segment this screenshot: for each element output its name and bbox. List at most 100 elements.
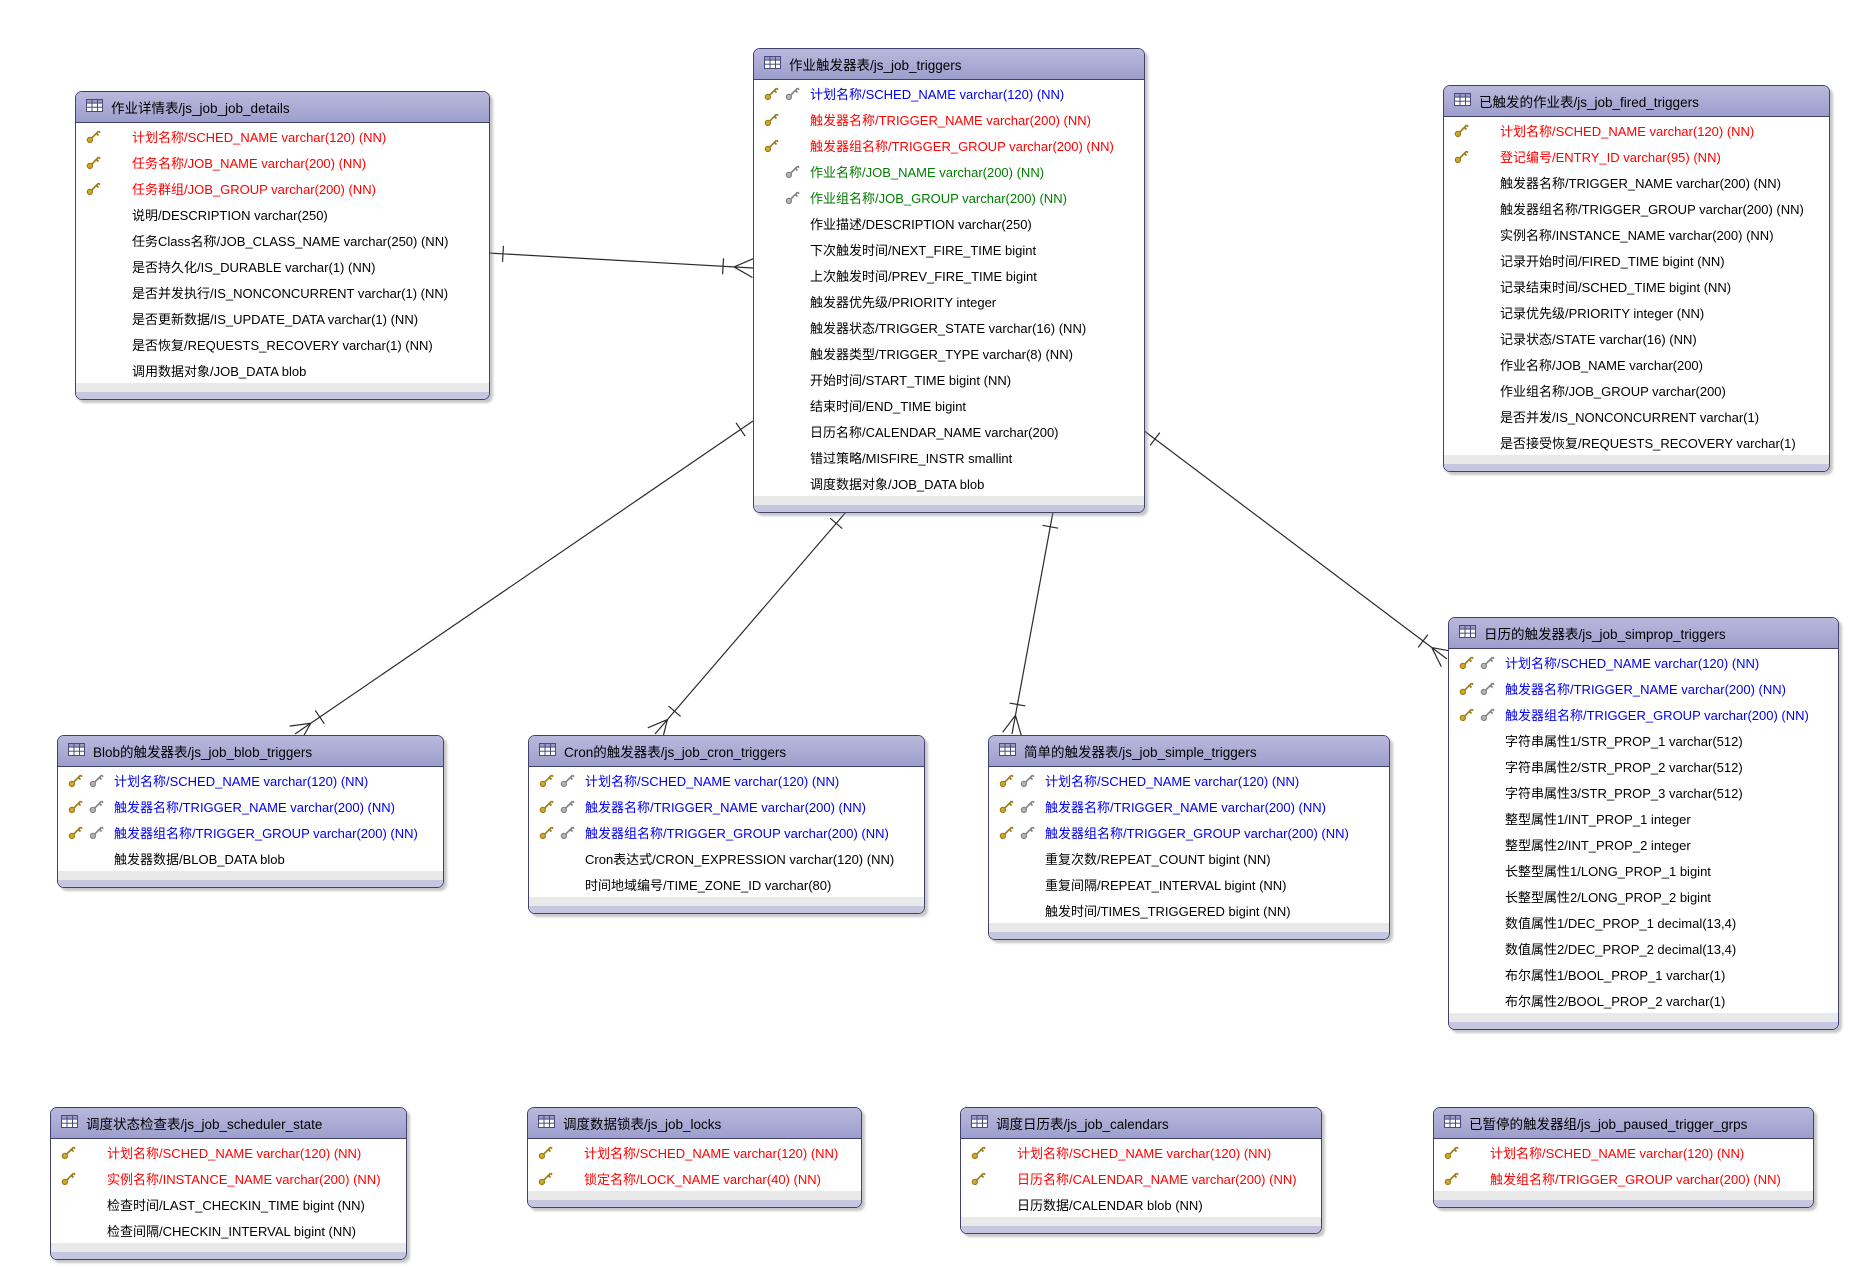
primary-key-icon [999, 799, 1020, 814]
field-label: 触发器组名称/TRIGGER_GROUP varchar(200) (NN) [585, 825, 889, 841]
entity-header[interactable]: Cron的触发器表/js_job_cron_triggers [529, 736, 924, 767]
entity-header[interactable]: 已触发的作业表/js_job_fired_triggers [1444, 86, 1829, 117]
entity-title: 调度日历表/js_job_calendars [996, 1117, 1169, 1132]
entity-header[interactable]: 调度状态检查表/js_job_scheduler_state [51, 1108, 406, 1139]
entity-footer-bar [989, 932, 1389, 939]
field-label: 触发器名称/TRIGGER_NAME varchar(200) (NN) [585, 799, 866, 815]
field-label: 开始时间/START_TIME bigint (NN) [810, 372, 1012, 388]
primary-key-icon [1454, 123, 1475, 138]
foreign-key-icon [560, 825, 581, 840]
primary-key-icon [1454, 149, 1475, 164]
entity-header[interactable]: 作业详情表/js_job_job_details [76, 92, 489, 123]
relationship-line-triggers-to-blob-triggers[interactable] [289, 420, 754, 743]
table-grid-icon [764, 56, 781, 72]
field-label: 检查间隔/CHECKIN_INTERVAL bigint (NN) [107, 1223, 356, 1239]
entity-table-fired_triggers[interactable]: 已触发的作业表/js_job_fired_triggers 计划名称/SCHED_… [1443, 85, 1830, 472]
field-label: 数值属性1/DEC_PROP_1 decimal(13,4) [1505, 915, 1737, 931]
entity-title: 简单的触发器表/js_job_simple_triggers [1024, 745, 1257, 760]
field-row: 计划名称/SCHED_NAME varchar(120) (NN) [754, 80, 1144, 106]
foreign-key-icon [1020, 773, 1041, 788]
field-label: 触发器优先级/PRIORITY integer [810, 294, 997, 310]
field-label: 调度数据对象/JOB_DATA blob [810, 476, 985, 492]
entity-header[interactable]: 已暂停的触发器组/js_job_paused_trigger_grps [1434, 1108, 1813, 1139]
relationship-line-triggers-to-simprop-triggers[interactable] [1142, 429, 1453, 667]
entity-footer [1434, 1191, 1813, 1200]
entity-header[interactable]: 日历的触发器表/js_job_simprop_triggers [1449, 618, 1838, 649]
entity-header[interactable]: 调度日历表/js_job_calendars [961, 1108, 1321, 1139]
primary-key-icon [764, 138, 785, 153]
primary-key-icon [1444, 1171, 1465, 1186]
field-label: 是否恢复/REQUESTS_RECOVERY varchar(1) (NN) [132, 337, 433, 353]
entity-footer [76, 383, 489, 392]
field-row: 整型属性2/INT_PROP_2 integer [1449, 831, 1838, 857]
relationship-line-triggers-to-cron-triggers[interactable] [647, 511, 847, 741]
primary-key-icon [1459, 707, 1480, 722]
foreign-key-icon [560, 773, 581, 788]
field-row: 数值属性2/DEC_PROP_2 decimal(13,4) [1449, 935, 1838, 961]
foreign-key-icon [785, 190, 806, 205]
field-label: 调用数据对象/JOB_DATA blob [132, 363, 307, 379]
entity-table-cron_triggers[interactable]: Cron的触发器表/js_job_cron_triggers 计划名称/SCHED… [528, 735, 925, 914]
field-row: 是否接受恢复/REQUESTS_RECOVERY varchar(1) [1444, 429, 1829, 455]
primary-key-icon [538, 1145, 559, 1160]
entity-footer-bar [754, 505, 1144, 512]
primary-key-icon [764, 86, 785, 101]
entity-footer [529, 897, 924, 906]
primary-key-icon [86, 181, 107, 196]
field-row: 任务群组/JOB_GROUP varchar(200) (NN) [76, 175, 489, 201]
field-label: 触发器组名称/TRIGGER_GROUP varchar(200) (NN) [1500, 201, 1804, 217]
field-row: 是否并发执行/IS_NONCONCURRENT varchar(1) (NN) [76, 279, 489, 305]
table-grid-icon [1459, 625, 1476, 641]
field-row: 长整型属性1/LONG_PROP_1 bigint [1449, 857, 1838, 883]
relationship-line-job-details-to-triggers[interactable] [487, 245, 754, 279]
relationship-line-triggers-to-simple-triggers[interactable] [1002, 511, 1059, 736]
primary-key-icon [764, 112, 785, 127]
field-row: 整型属性1/INT_PROP_1 integer [1449, 805, 1838, 831]
field-label: 上次触发时间/PREV_FIRE_TIME bigint [810, 268, 1037, 284]
primary-key-icon [1459, 655, 1480, 670]
primary-key-icon [971, 1171, 992, 1186]
primary-key-icon [1444, 1145, 1465, 1160]
field-row: 字符串属性3/STR_PROP_3 varchar(512) [1449, 779, 1838, 805]
field-label: 是否并发执行/IS_NONCONCURRENT varchar(1) (NN) [132, 285, 449, 301]
field-label: 计划名称/SCHED_NAME varchar(120) (NN) [585, 773, 840, 789]
entity-table-blob_triggers[interactable]: Blob的触发器表/js_job_blob_triggers 计划名称/SCHED… [57, 735, 444, 888]
field-row: 记录优先级/PRIORITY integer (NN) [1444, 299, 1829, 325]
field-label: 锁定名称/LOCK_NAME varchar(40) (NN) [584, 1171, 821, 1187]
field-label: 字符串属性3/STR_PROP_3 varchar(512) [1505, 785, 1743, 801]
table-grid-icon [1444, 1115, 1461, 1131]
field-row: 计划名称/SCHED_NAME varchar(120) (NN) [1449, 649, 1838, 675]
primary-key-icon [971, 1145, 992, 1160]
entity-footer-bar [1444, 464, 1829, 471]
entity-header[interactable]: 简单的触发器表/js_job_simple_triggers [989, 736, 1389, 767]
table-grid-icon [538, 1115, 555, 1131]
field-row: 触发器组名称/TRIGGER_GROUP varchar(200) (NN) [529, 819, 924, 845]
entity-header[interactable]: 调度数据锁表/js_job_locks [528, 1108, 861, 1139]
field-label: 重复间隔/REPEAT_INTERVAL bigint (NN) [1045, 877, 1287, 893]
field-label: 整型属性2/INT_PROP_2 integer [1505, 837, 1691, 853]
entity-header[interactable]: 作业触发器表/js_job_triggers [754, 49, 1144, 80]
field-row: 调度数据对象/JOB_DATA blob [754, 470, 1144, 496]
entity-footer [51, 1243, 406, 1252]
field-row: 作业名称/JOB_NAME varchar(200) [1444, 351, 1829, 377]
field-label: 计划名称/SCHED_NAME varchar(120) (NN) [1500, 123, 1755, 139]
field-label: 计划名称/SCHED_NAME varchar(120) (NN) [114, 773, 369, 789]
field-label: 登记编号/ENTRY_ID varchar(95) (NN) [1500, 149, 1721, 165]
foreign-key-icon [785, 164, 806, 179]
field-label: 触发器状态/TRIGGER_STATE varchar(16) (NN) [810, 320, 1087, 336]
field-row: 触发器数据/BLOB_DATA blob [58, 845, 443, 871]
foreign-key-icon [1020, 799, 1041, 814]
field-row: 是否持久化/IS_DURABLE varchar(1) (NN) [76, 253, 489, 279]
entity-header[interactable]: Blob的触发器表/js_job_blob_triggers [58, 736, 443, 767]
field-label: 触发器名称/TRIGGER_NAME varchar(200) (NN) [114, 799, 395, 815]
field-label: 整型属性1/INT_PROP_1 integer [1505, 811, 1691, 827]
field-row: 检查间隔/CHECKIN_INTERVAL bigint (NN) [51, 1217, 406, 1243]
